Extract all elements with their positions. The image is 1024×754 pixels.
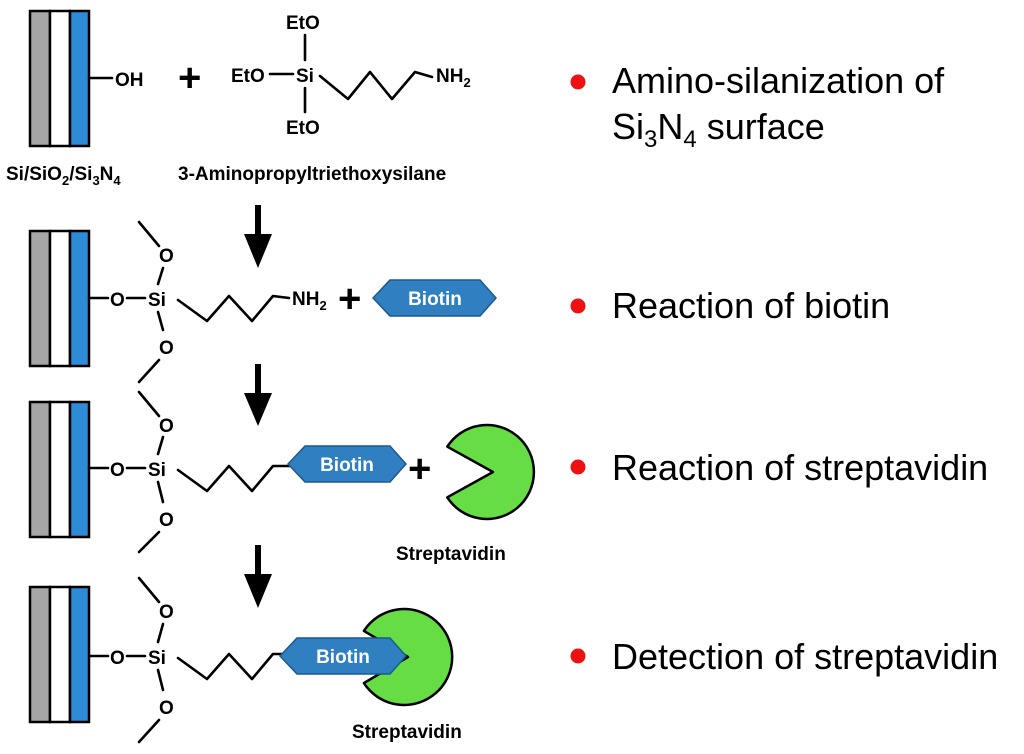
streptavidin-caption-2: Streptavidin (352, 722, 462, 743)
ethoxy-top-label: EtO (286, 13, 320, 34)
silicon-label-4: Si (148, 648, 166, 669)
streptavidin-caption-1: Streptavidin (396, 544, 506, 565)
amine-label-1: NH2 (436, 66, 471, 90)
wafer-substrate-3 (28, 400, 91, 539)
biotin-label-3: Biotin (316, 647, 370, 668)
silane-linker-3: O Si O O (87, 390, 292, 554)
svg-text:O: O (159, 698, 174, 719)
down-arrow-2 (244, 364, 272, 426)
step1-text-line1: Amino-silanization of (612, 60, 945, 101)
silane-linker-2: O Si O O NH2 (87, 220, 327, 384)
biotin-tag-2: Biotin (286, 445, 408, 483)
silicon-label-3: Si (148, 460, 166, 481)
biotin-tag-3: Biotin (278, 637, 408, 675)
svg-text:O: O (110, 460, 125, 481)
down-arrow-1 (244, 205, 272, 268)
step1-bullet (570, 74, 586, 90)
step2-bullet (570, 298, 586, 314)
step1-text-line2: Si3N4 surface (612, 106, 825, 153)
step4-bullet (570, 648, 586, 664)
plus-sign-2: + (338, 277, 361, 321)
wafer-substrate-1 (28, 9, 91, 148)
wafer-substrate-4 (28, 585, 91, 724)
svg-text:O: O (110, 290, 125, 311)
silicon-label-2: Si (148, 290, 166, 311)
biotin-tag-1: Biotin (371, 279, 498, 317)
silicon-label-1: Si (296, 66, 314, 87)
biotin-label-1: Biotin (408, 289, 462, 310)
svg-text:O: O (110, 648, 125, 669)
ethoxy-bottom-label: EtO (286, 118, 320, 139)
plus-sign-1: + (178, 56, 201, 100)
step3-text: Reaction of streptavidin (612, 447, 988, 488)
aptes-molecule: EtO EtO Si EtO NH2 (231, 13, 471, 139)
svg-text:O: O (159, 338, 174, 359)
svg-text:O: O (159, 246, 174, 267)
amine-label-2: NH2 (292, 289, 327, 313)
ethoxy-left-label: EtO (231, 66, 265, 87)
step3-bullet (570, 459, 586, 475)
down-arrow-3 (244, 545, 272, 608)
wafer-substrate-2 (28, 229, 91, 368)
svg-text:O: O (159, 416, 174, 437)
hydroxyl-label: OH (115, 70, 144, 91)
step4-text: Detection of streptavidin (612, 636, 998, 677)
svg-text:O: O (159, 510, 174, 531)
aptes-caption: 3-Aminopropyltriethoxysilane (178, 164, 446, 185)
silane-linker-4: O Si O O (87, 576, 292, 744)
streptavidin-pacman-2 (362, 607, 454, 707)
substrate-caption: Si/SiO2/Si3N4 (6, 164, 121, 188)
step2-text: Reaction of biotin (612, 285, 890, 326)
streptavidin-pacman-1 (446, 423, 536, 521)
biotin-label-2: Biotin (320, 455, 374, 476)
plus-sign-3: + (408, 447, 431, 491)
svg-text:O: O (159, 602, 174, 623)
